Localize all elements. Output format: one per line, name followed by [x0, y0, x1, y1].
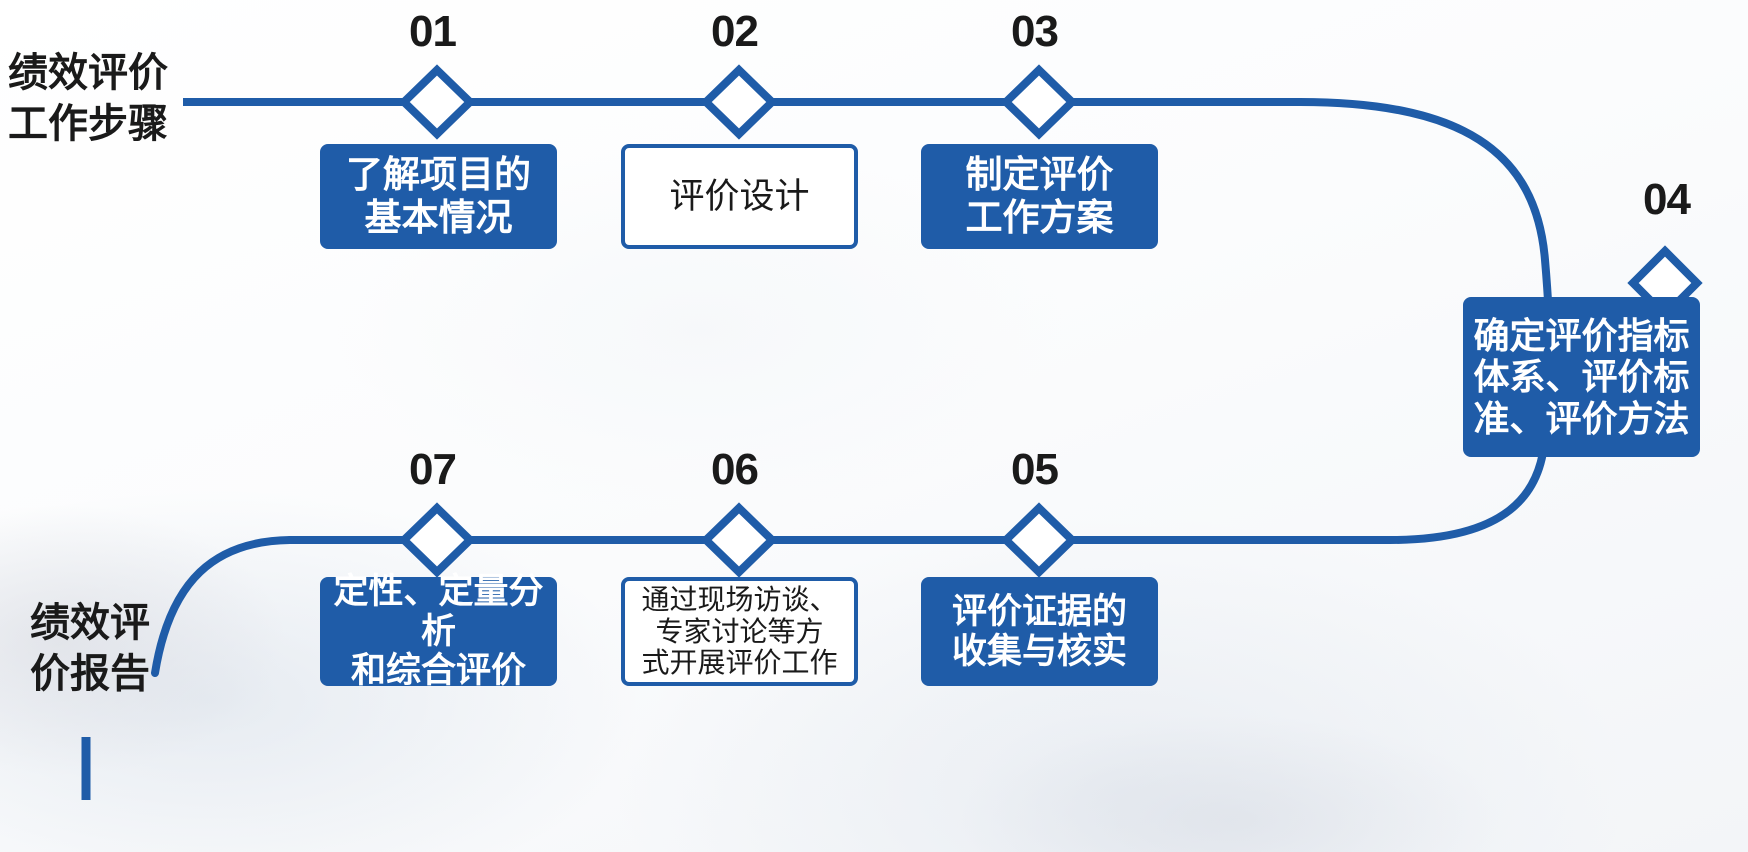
diamond-markers-bottom [398, 502, 1078, 578]
step-box-02[interactable]: 评价设计 [621, 144, 858, 249]
right-curve-04-to-bottom-rail [286, 416, 1550, 544]
diamond-step-03 [1000, 64, 1078, 140]
step-number-06: 06 [711, 445, 759, 494]
step-box-01[interactable]: 了解项目的 基本情况 [320, 144, 557, 249]
step-number-01: 01 [409, 7, 457, 56]
diamond-step-05 [1000, 502, 1078, 578]
step-number-05: 05 [1011, 445, 1059, 494]
section-title-report: 绩效评 价报告 [30, 601, 150, 697]
diamond-step-06 [700, 502, 778, 578]
step-number-04: 04 [1643, 175, 1691, 224]
diamond-step-07 [398, 502, 476, 578]
section-title-work-steps: 绩效评价 工作步骤 [8, 51, 168, 147]
step-box-03[interactable]: 制定评价 工作方案 [921, 144, 1158, 249]
step-box-04[interactable]: 确定评价指标 体系、评价标 准、评价方法 [1463, 297, 1700, 457]
step-number-02: 02 [711, 7, 759, 56]
bottom-rail-left-tail [151, 536, 294, 677]
step-box-06[interactable]: 通过现场访谈、 专家讨论等方 式开展评价工作 [621, 577, 858, 686]
diamond-step-01 [398, 64, 476, 140]
step-box-05[interactable]: 评价证据的 收集与核实 [921, 577, 1158, 686]
step-number-03: 03 [1011, 7, 1059, 56]
step-number-07: 07 [409, 445, 457, 494]
step-box-07[interactable]: 定性、定量分析 和综合评价 [320, 572, 557, 690]
diamond-step-02 [700, 64, 778, 140]
diamond-markers-top [398, 64, 1078, 140]
